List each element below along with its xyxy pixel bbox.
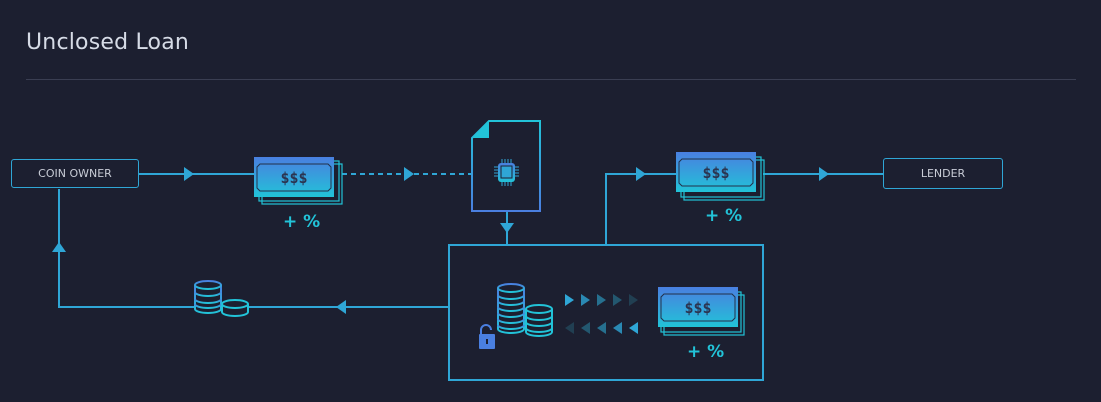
- escrow-vault-box: [448, 244, 764, 381]
- coins-stack-icon: [194, 280, 249, 317]
- chevron-right-icon: [613, 294, 622, 306]
- coins-stack-icon: [497, 283, 553, 337]
- lender-label: LENDER: [920, 167, 966, 180]
- chevron-right-icon: [565, 294, 574, 306]
- page-title: Unclosed Loan: [26, 30, 190, 55]
- interest-label: + %: [283, 212, 321, 232]
- money-label: $$$: [684, 299, 711, 317]
- transfer-arrows-right: [565, 294, 638, 306]
- interest-label: + %: [687, 342, 725, 362]
- arrow-right-icon: [636, 167, 646, 181]
- chevron-left-icon: [565, 322, 574, 334]
- chevron-left-icon: [581, 322, 590, 334]
- arrow-right-icon: [184, 167, 194, 181]
- money-label: $$$: [280, 169, 307, 187]
- money-bill-stack-icon: [676, 152, 765, 201]
- lender-node[interactable]: LENDER: [883, 158, 1003, 189]
- chevron-right-icon: [629, 294, 638, 306]
- line-vault-to-owner: [58, 189, 449, 308]
- money-bill-stack-icon: [254, 157, 343, 205]
- divider: [26, 79, 1076, 80]
- arrow-up-icon: [52, 242, 66, 252]
- money-label: $$$: [702, 164, 729, 182]
- smart-contract-document-icon: [471, 120, 541, 212]
- unlocked-padlock-icon: [479, 324, 495, 349]
- arrow-left-icon: [336, 300, 346, 314]
- chevron-left-icon: [629, 322, 638, 334]
- chip-icon: [494, 159, 519, 186]
- coin-owner-node[interactable]: COIN OWNER: [11, 159, 139, 188]
- chevron-right-icon: [581, 294, 590, 306]
- coin-owner-label: COIN OWNER: [38, 167, 112, 180]
- interest-label: + %: [705, 206, 743, 226]
- arrow-right-icon: [819, 167, 829, 181]
- arrow-right-icon: [404, 167, 414, 181]
- chevron-left-icon: [597, 322, 606, 334]
- chevron-right-icon: [597, 294, 606, 306]
- money-bill-stack-icon: [658, 287, 745, 336]
- transfer-arrows-left: [565, 322, 638, 334]
- line-vault-to-lender-money: [605, 173, 678, 245]
- chevron-left-icon: [613, 322, 622, 334]
- arrow-down-icon: [500, 223, 514, 233]
